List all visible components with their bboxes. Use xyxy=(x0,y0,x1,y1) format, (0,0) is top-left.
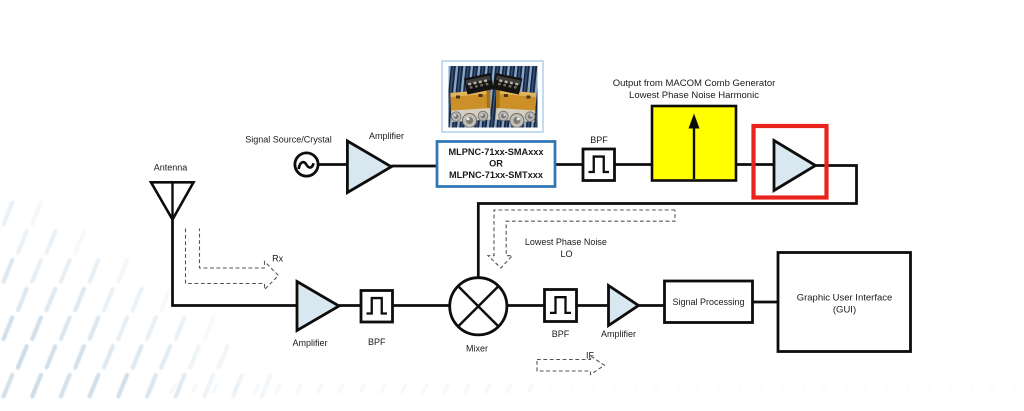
svg-text:MLPNC-71xx-SMAxxx: MLPNC-71xx-SMAxxx xyxy=(449,147,545,157)
svg-text:Antenna: Antenna xyxy=(154,163,188,173)
svg-text:Rx: Rx xyxy=(272,254,283,264)
svg-text:OR: OR xyxy=(489,158,503,168)
svg-text:IF: IF xyxy=(586,351,595,361)
svg-text:Output from MACOM Comb Generat: Output from MACOM Comb Generator xyxy=(613,78,776,89)
svg-text:Lowest Phase Noise: Lowest Phase Noise xyxy=(525,237,607,247)
svg-text:Signal Processing: Signal Processing xyxy=(672,297,744,307)
svg-text:Lowest Phase Noise Harmonic: Lowest Phase Noise Harmonic xyxy=(629,90,759,101)
svg-text:LO: LO xyxy=(560,249,572,259)
svg-text:Graphic User Interface: Graphic User Interface xyxy=(797,293,893,304)
svg-text:Signal Source/Crystal: Signal Source/Crystal xyxy=(245,135,332,145)
svg-text:BPF: BPF xyxy=(590,135,608,145)
svg-text:MLPNC-71xx-SMTxxx: MLPNC-71xx-SMTxxx xyxy=(449,170,544,180)
svg-text:(GUI): (GUI) xyxy=(833,305,856,316)
svg-text:Amplifier: Amplifier xyxy=(601,329,636,339)
svg-text:BPF: BPF xyxy=(368,337,386,347)
svg-text:Amplifier: Amplifier xyxy=(369,131,404,141)
svg-text:Mixer: Mixer xyxy=(466,344,488,354)
svg-text:BPF: BPF xyxy=(552,329,570,339)
svg-text:Amplifier: Amplifier xyxy=(292,338,327,348)
